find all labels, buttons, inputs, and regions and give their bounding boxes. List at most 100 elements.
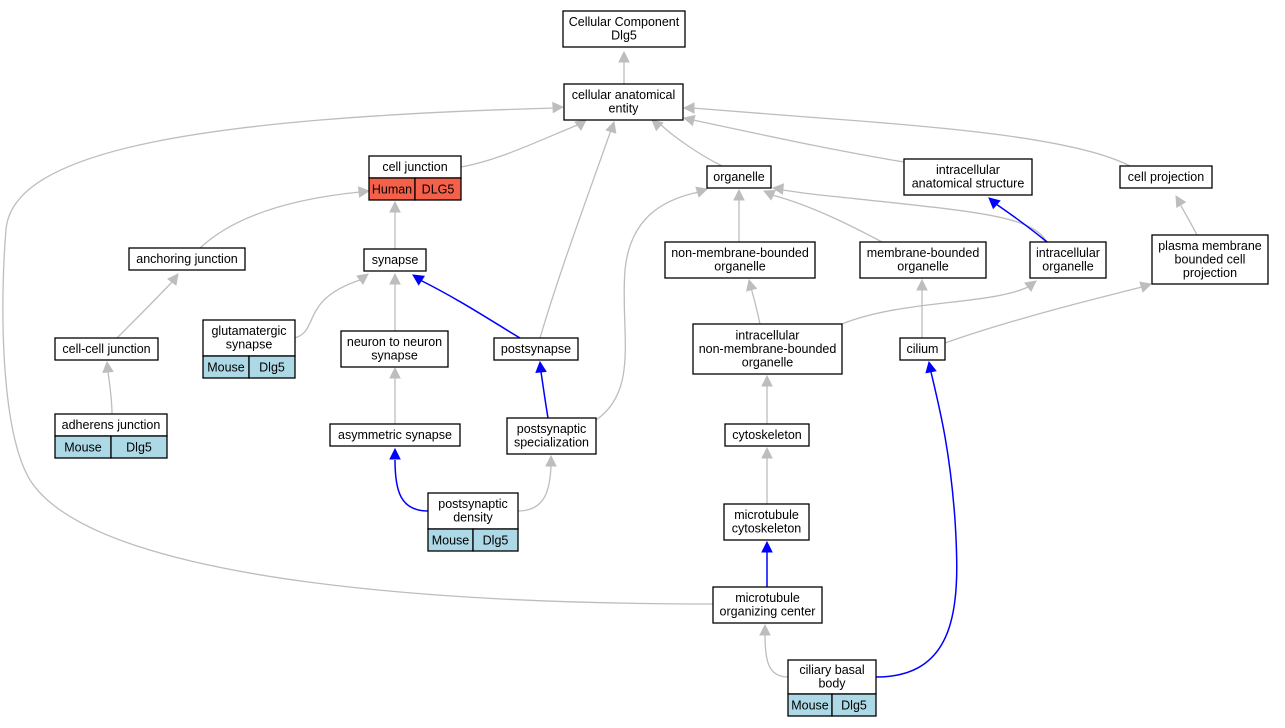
edge-pss-to-ps: [535, 360, 549, 419]
edge-arrowhead: [552, 101, 565, 114]
node-org[interactable]: organelle: [706, 165, 772, 189]
node-label: cell projection: [1128, 170, 1204, 184]
edge-arrowhead: [389, 200, 401, 213]
node-asym[interactable]: asymmetric synapse: [329, 423, 461, 447]
edge-arrowhead: [1139, 281, 1153, 293]
node-label: cellular anatomical: [572, 88, 676, 102]
edge-line: [1179, 203, 1198, 236]
edge-arrowhead: [925, 360, 937, 374]
edge-pss-to-org: [595, 186, 709, 421]
edge-arrowhead: [389, 366, 401, 379]
edge-line: [691, 107, 1131, 167]
node-label: cilium: [907, 342, 939, 356]
edge-line: [116, 281, 173, 339]
edge-mtoc-to-cae: [2, 101, 714, 605]
edge-arrowhead: [389, 272, 401, 285]
edge-arrowhead: [412, 274, 425, 286]
edge-arrowhead: [574, 119, 587, 131]
edges-layer: [2, 50, 1198, 678]
node-box: [329, 423, 461, 447]
edge-ps-to-syn: [412, 274, 521, 339]
node-label: postsynaptic: [517, 422, 586, 436]
edge-line: [995, 203, 1048, 243]
node-label: neuron to neuron: [347, 335, 442, 349]
edge-line: [692, 119, 905, 163]
node-label: glutamatergic: [211, 324, 286, 338]
node-label: cell-cell junction: [62, 342, 150, 356]
node-box: [427, 492, 519, 530]
edge-cp-to-cae: [682, 102, 1131, 167]
node-label: anatomical structure: [912, 177, 1025, 191]
node-label: non-membrane-bounded: [671, 246, 809, 260]
node-ccj[interactable]: cell-cell junction: [54, 337, 159, 361]
edge-arrowhead: [167, 273, 179, 286]
annotation-label: Human: [372, 183, 412, 197]
node-inmbo[interactable]: intracellularnon-membrane-boundedorganel…: [692, 323, 843, 375]
edge-line: [107, 371, 113, 415]
edge-inmbo-to-io: [841, 280, 1037, 325]
edge-line: [595, 191, 700, 421]
edge-arrowhead: [988, 197, 1001, 210]
annotation-label: Mouse: [207, 361, 245, 375]
edge-line: [199, 191, 361, 249]
annotation-cell: [472, 528, 519, 552]
edge-cbb-to-mtoc: [759, 623, 789, 678]
edge-line: [750, 287, 761, 325]
node-label: anchoring junction: [136, 252, 238, 266]
node-box: [506, 417, 597, 455]
edge-psd-to-asym: [389, 447, 429, 512]
node-box: [340, 330, 449, 368]
node-box: [787, 659, 877, 695]
node-box: [563, 83, 684, 121]
edge-line: [659, 123, 723, 167]
node-label: ciliary basal: [799, 663, 864, 677]
edge-line: [294, 279, 361, 339]
edge-line: [540, 371, 549, 419]
node-cp[interactable]: cell projection: [1119, 165, 1213, 189]
node-syn[interactable]: synapse: [363, 248, 427, 272]
node-label: plasma membrane: [1158, 239, 1262, 253]
annotation-cell: [110, 435, 168, 459]
annotation-label: Mouse: [64, 441, 102, 455]
edge-arrowhead: [535, 360, 547, 374]
edge-cil-to-mbo: [916, 278, 928, 338]
node-aj[interactable]: anchoring junction: [128, 247, 246, 271]
edge-arrowhead: [759, 623, 771, 636]
annotation-cell: [248, 355, 296, 379]
edge-arrowhead: [102, 360, 114, 374]
node-label: cell junction: [382, 160, 447, 174]
edge-arrowhead: [357, 186, 371, 198]
edge-arrowhead: [695, 186, 709, 198]
node-cyt[interactable]: cytoskeleton: [724, 423, 810, 447]
node-label: intracellular: [736, 328, 800, 342]
node-label: organizing center: [720, 605, 816, 619]
node-cil[interactable]: cilium: [899, 337, 946, 361]
edge-nns-to-syn: [389, 272, 401, 331]
node-box: [724, 423, 810, 447]
node-ps[interactable]: postsynapse: [493, 337, 579, 361]
edge-line: [2, 107, 714, 605]
edge-arrowhead: [682, 114, 696, 127]
edge-mtc-to-cyt: [761, 446, 773, 504]
edge-line: [875, 371, 958, 678]
edge-adj-to-ccj: [102, 360, 114, 415]
node-box: [54, 337, 159, 361]
edge-arrowhead: [733, 188, 745, 201]
